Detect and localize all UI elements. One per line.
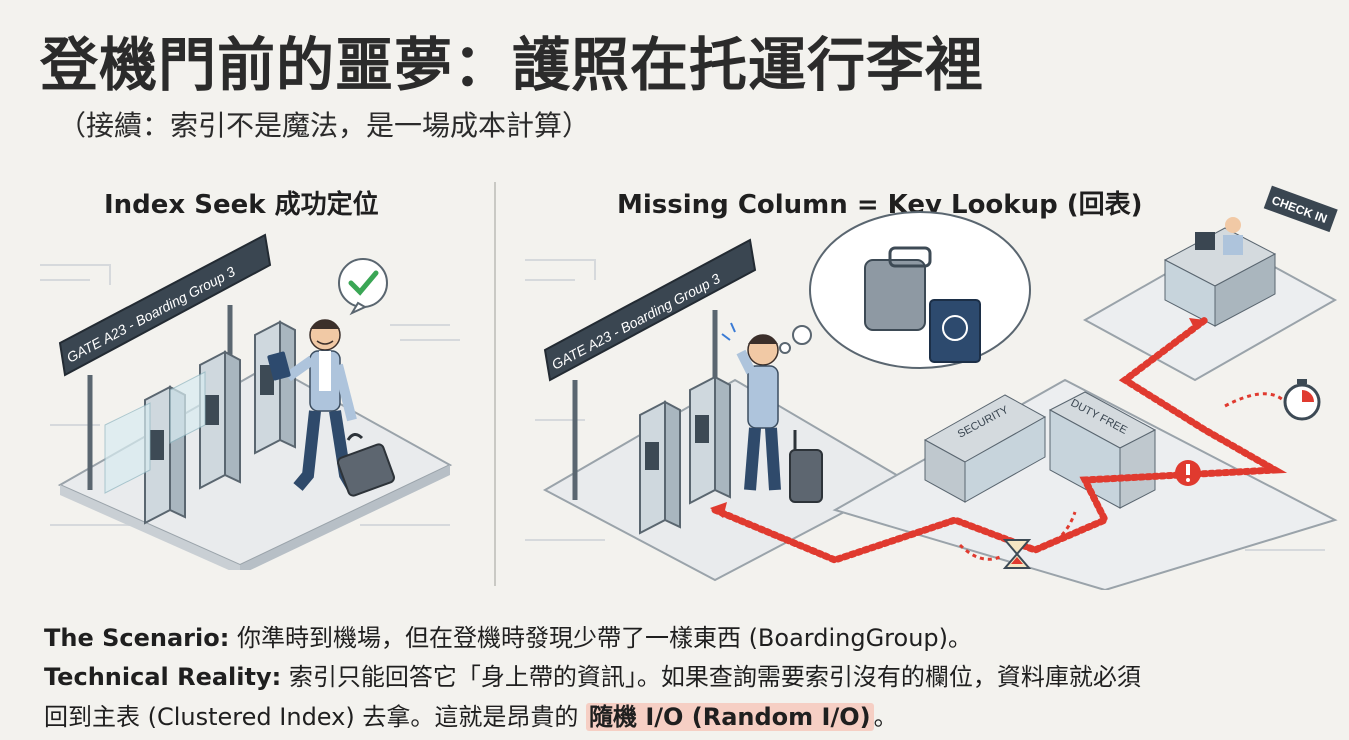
reality-text-2: 回到主表 (Clustered Index) 去拿。這就是昂貴的	[44, 703, 586, 731]
right-scene-illustration: SECURITY DUTY FREE CHECK IN GATE A23 - B…	[525, 185, 1338, 590]
reality-end: 。	[873, 703, 898, 731]
thought-bubble-icon	[779, 211, 1031, 369]
reality-label: Technical Reality:	[44, 663, 282, 691]
reality-caption-line1: Technical Reality: 索引只能回答它「身上帶的資訊」。如果查詢需…	[44, 657, 1141, 692]
scanner	[150, 430, 164, 460]
suitcase-icon	[337, 433, 395, 497]
page-subtitle: （接續：索引不是魔法，是一場成本計算）	[58, 109, 591, 142]
page-title: 登機門前的噩夢：護照在托運行李裡	[40, 31, 985, 99]
suitcase-icon	[864, 259, 926, 331]
left-scene-illustration: GATE A23 - Boarding Group 3	[40, 233, 460, 570]
random-io-highlight: 隨機 I/O (Random I/O)	[585, 703, 874, 731]
passport-icon	[929, 299, 981, 363]
reality-text-1: 索引只能回答它「身上帶的資訊」。如果查詢需要索引沒有的欄位，資料庫就必須	[281, 663, 1141, 691]
gate-sign: GATE A23 - Boarding Group 3	[58, 233, 272, 377]
stopwatch-icon	[1283, 379, 1321, 421]
reality-caption-line2: 回到主表 (Clustered Index) 去拿。這就是昂貴的 隨機 I/O …	[44, 697, 898, 732]
right-panel-heading: Missing Column = Key Lookup (回表)	[617, 190, 1143, 220]
rolling-suitcase-icon	[789, 449, 823, 503]
checkmark-bubble-icon	[338, 258, 388, 316]
worried-passenger	[721, 322, 823, 503]
scenario-label: The Scenario:	[44, 624, 230, 652]
scenario-caption: The Scenario: 你準時到機場，但在登機時發現少帶了一樣東西 (Boa…	[44, 618, 972, 653]
gate-sign-text: GATE A23 - Boarding Group 3	[64, 263, 238, 366]
panel-divider	[494, 182, 496, 586]
passport-icon	[267, 351, 291, 381]
left-panel-heading: Index Seek 成功定位	[104, 190, 379, 220]
gate-sign-right-text: GATE A23 - Boarding Group 3	[549, 270, 723, 373]
hourglass-icon	[1002, 539, 1032, 569]
security-shop: SECURITY	[923, 394, 1047, 503]
key-lookup-path	[710, 316, 1288, 564]
alert-icon	[1175, 460, 1201, 486]
scenario-text: 你準時到機場，但在登機時發現少帶了一樣東西 (BoardingGroup)。	[229, 624, 973, 652]
